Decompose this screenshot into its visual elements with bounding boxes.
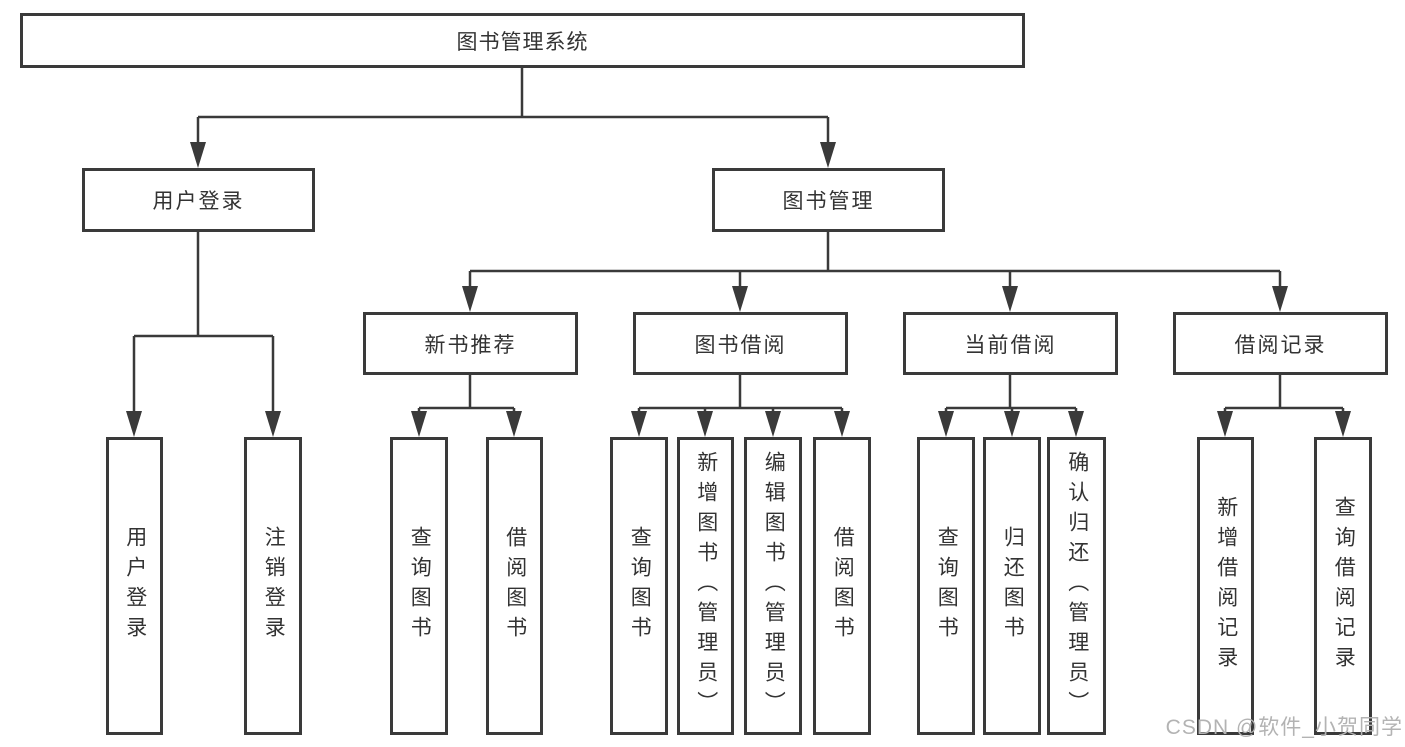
node-new-book-recommend: 新书推荐 [363,312,578,375]
leaf-borrow-books-recommend: 借阅图书 [486,437,543,735]
node-current-borrow-label: 当前借阅 [964,333,1057,357]
node-user-login: 用户登录 [82,168,315,232]
arrow-down-icon [765,411,781,437]
connector-root-to-level2 [190,68,836,168]
arrow-down-icon [834,411,850,437]
node-book-management-label: 图书管理 [782,190,875,213]
arrow-down-icon [1272,286,1288,312]
node-root: 图书管理系统 [20,13,1025,68]
node-borrow-records-label: 借阅记录 [1234,333,1327,357]
connector-book-borrow [631,375,850,437]
node-book-management: 图书管理 [712,168,945,232]
leaf-borrow-books-label: 借阅图书 [831,526,855,646]
connector-user-login [126,232,281,437]
node-borrow-records: 借阅记录 [1173,312,1388,375]
arrow-down-icon [126,411,142,437]
arrow-down-icon [1335,411,1351,437]
leaf-query-books-current-label: 查询图书 [935,526,959,646]
node-new-book-recommend-label: 新书推荐 [424,333,517,357]
leaf-logout: 注销登录 [244,437,302,735]
arrow-down-icon [697,411,713,437]
leaf-query-books-current: 查询图书 [917,437,975,735]
leaf-edit-books-admin: 编辑图书（管理员） [744,437,802,735]
node-root-label: 图书管理系统 [456,30,589,54]
arrow-down-icon [820,142,836,168]
connector-book-management [462,232,1288,312]
arrow-down-icon [265,411,281,437]
arrow-down-icon [938,411,954,437]
arrow-down-icon [411,411,427,437]
connector-borrow-records [1217,375,1351,437]
leaf-query-books-borrow: 查询图书 [610,437,668,735]
connector-current-borrow [938,375,1084,437]
leaf-confirm-return-admin-label: 确认归还（管理员） [1065,451,1089,721]
leaf-user-login-label: 用户登录 [123,526,147,646]
node-user-login-label: 用户登录 [152,190,245,213]
leaf-borrow-books-recommend-label: 借阅图书 [503,526,527,646]
leaf-user-login: 用户登录 [106,437,163,735]
node-book-borrow-label: 图书借阅 [694,333,787,357]
leaf-add-books-admin: 新增图书（管理员） [677,437,734,735]
leaf-add-borrow-record: 新增借阅记录 [1197,437,1254,735]
node-book-borrow: 图书借阅 [633,312,848,375]
leaf-add-borrow-record-label: 新增借阅记录 [1214,496,1238,676]
leaf-edit-books-admin-label: 编辑图书（管理员） [762,451,786,721]
arrow-down-icon [462,286,478,312]
leaf-query-borrow-record: 查询借阅记录 [1314,437,1372,735]
leaf-query-books-recommend-label: 查询图书 [408,526,432,646]
node-current-borrow: 当前借阅 [903,312,1118,375]
leaf-return-books-label: 归还图书 [1001,526,1025,646]
connector-new-book-recommend [411,375,522,437]
leaf-borrow-books: 借阅图书 [813,437,871,735]
arrow-down-icon [190,142,206,168]
csdn-watermark: CSDN @软件_小贺同学 [1165,716,1403,739]
leaf-query-books-borrow-label: 查询图书 [628,526,652,646]
leaf-query-borrow-record-label: 查询借阅记录 [1332,496,1356,676]
arrow-down-icon [1002,286,1018,312]
leaf-query-books-recommend: 查询图书 [390,437,448,735]
arrow-down-icon [506,411,522,437]
arrow-down-icon [1068,411,1084,437]
arrow-down-icon [1004,411,1020,437]
arrow-down-icon [732,286,748,312]
leaf-return-books: 归还图书 [983,437,1041,735]
leaf-add-books-admin-label: 新增图书（管理员） [694,451,718,721]
leaf-confirm-return-admin: 确认归还（管理员） [1047,437,1106,735]
leaf-logout-label: 注销登录 [262,526,286,646]
arrow-down-icon [1217,411,1233,437]
arrow-down-icon [631,411,647,437]
